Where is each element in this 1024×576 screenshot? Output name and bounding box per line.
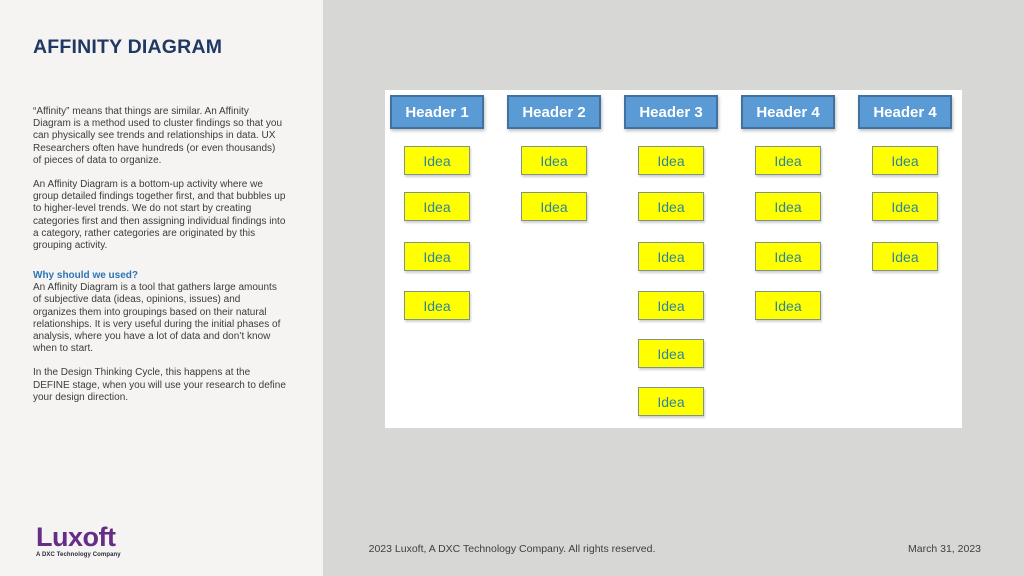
idea-note: Idea	[755, 291, 821, 320]
why-paragraph: An Affinity Diagram is a tool that gathe…	[33, 282, 281, 355]
idea-note: Idea	[404, 192, 470, 221]
bottom-up-paragraph: An Affinity Diagram is a bottom-up activ…	[33, 178, 286, 251]
idea-note: Idea	[872, 192, 938, 221]
slide-date: March 31, 2023	[908, 543, 981, 555]
luxoft-logo-text: Luxoft	[36, 522, 116, 552]
column-header: Header 2	[507, 95, 601, 129]
idea-note: Idea	[755, 242, 821, 271]
idea-note: Idea	[638, 146, 704, 175]
idea-note: Idea	[638, 339, 704, 368]
idea-note: Idea	[872, 242, 938, 271]
idea-note: Idea	[638, 291, 704, 320]
idea-note: Idea	[872, 146, 938, 175]
intro-paragraph: “Affinity” means that things are similar…	[33, 106, 283, 166]
luxoft-logo: Luxoft A DXC Technology Company	[36, 522, 121, 559]
idea-note: Idea	[404, 242, 470, 271]
content-panel: AFFINITY DIAGRAM “Affinity” means that t…	[0, 0, 323, 576]
column-header: Header 4	[858, 95, 952, 129]
define-stage-paragraph: In the Design Thinking Cycle, this happe…	[33, 367, 286, 403]
luxoft-logo-tagline: A DXC Technology Company	[36, 552, 121, 558]
idea-note: Idea	[755, 192, 821, 221]
column-header: Header 4	[741, 95, 835, 129]
idea-note: Idea	[404, 291, 470, 320]
column-header: Header 3	[624, 95, 718, 129]
idea-note: Idea	[638, 192, 704, 221]
idea-note: Idea	[638, 242, 704, 271]
idea-note: Idea	[521, 192, 587, 221]
copyright-text: 2023 Luxoft, A DXC Technology Company. A…	[368, 543, 656, 555]
idea-note: Idea	[638, 387, 704, 416]
idea-note: Idea	[755, 146, 821, 175]
idea-note: Idea	[404, 146, 470, 175]
page-title: AFFINITY DIAGRAM	[33, 36, 223, 58]
why-subheading: Why should we used?	[33, 270, 139, 282]
column-header: Header 1	[390, 95, 484, 129]
idea-note: Idea	[521, 146, 587, 175]
